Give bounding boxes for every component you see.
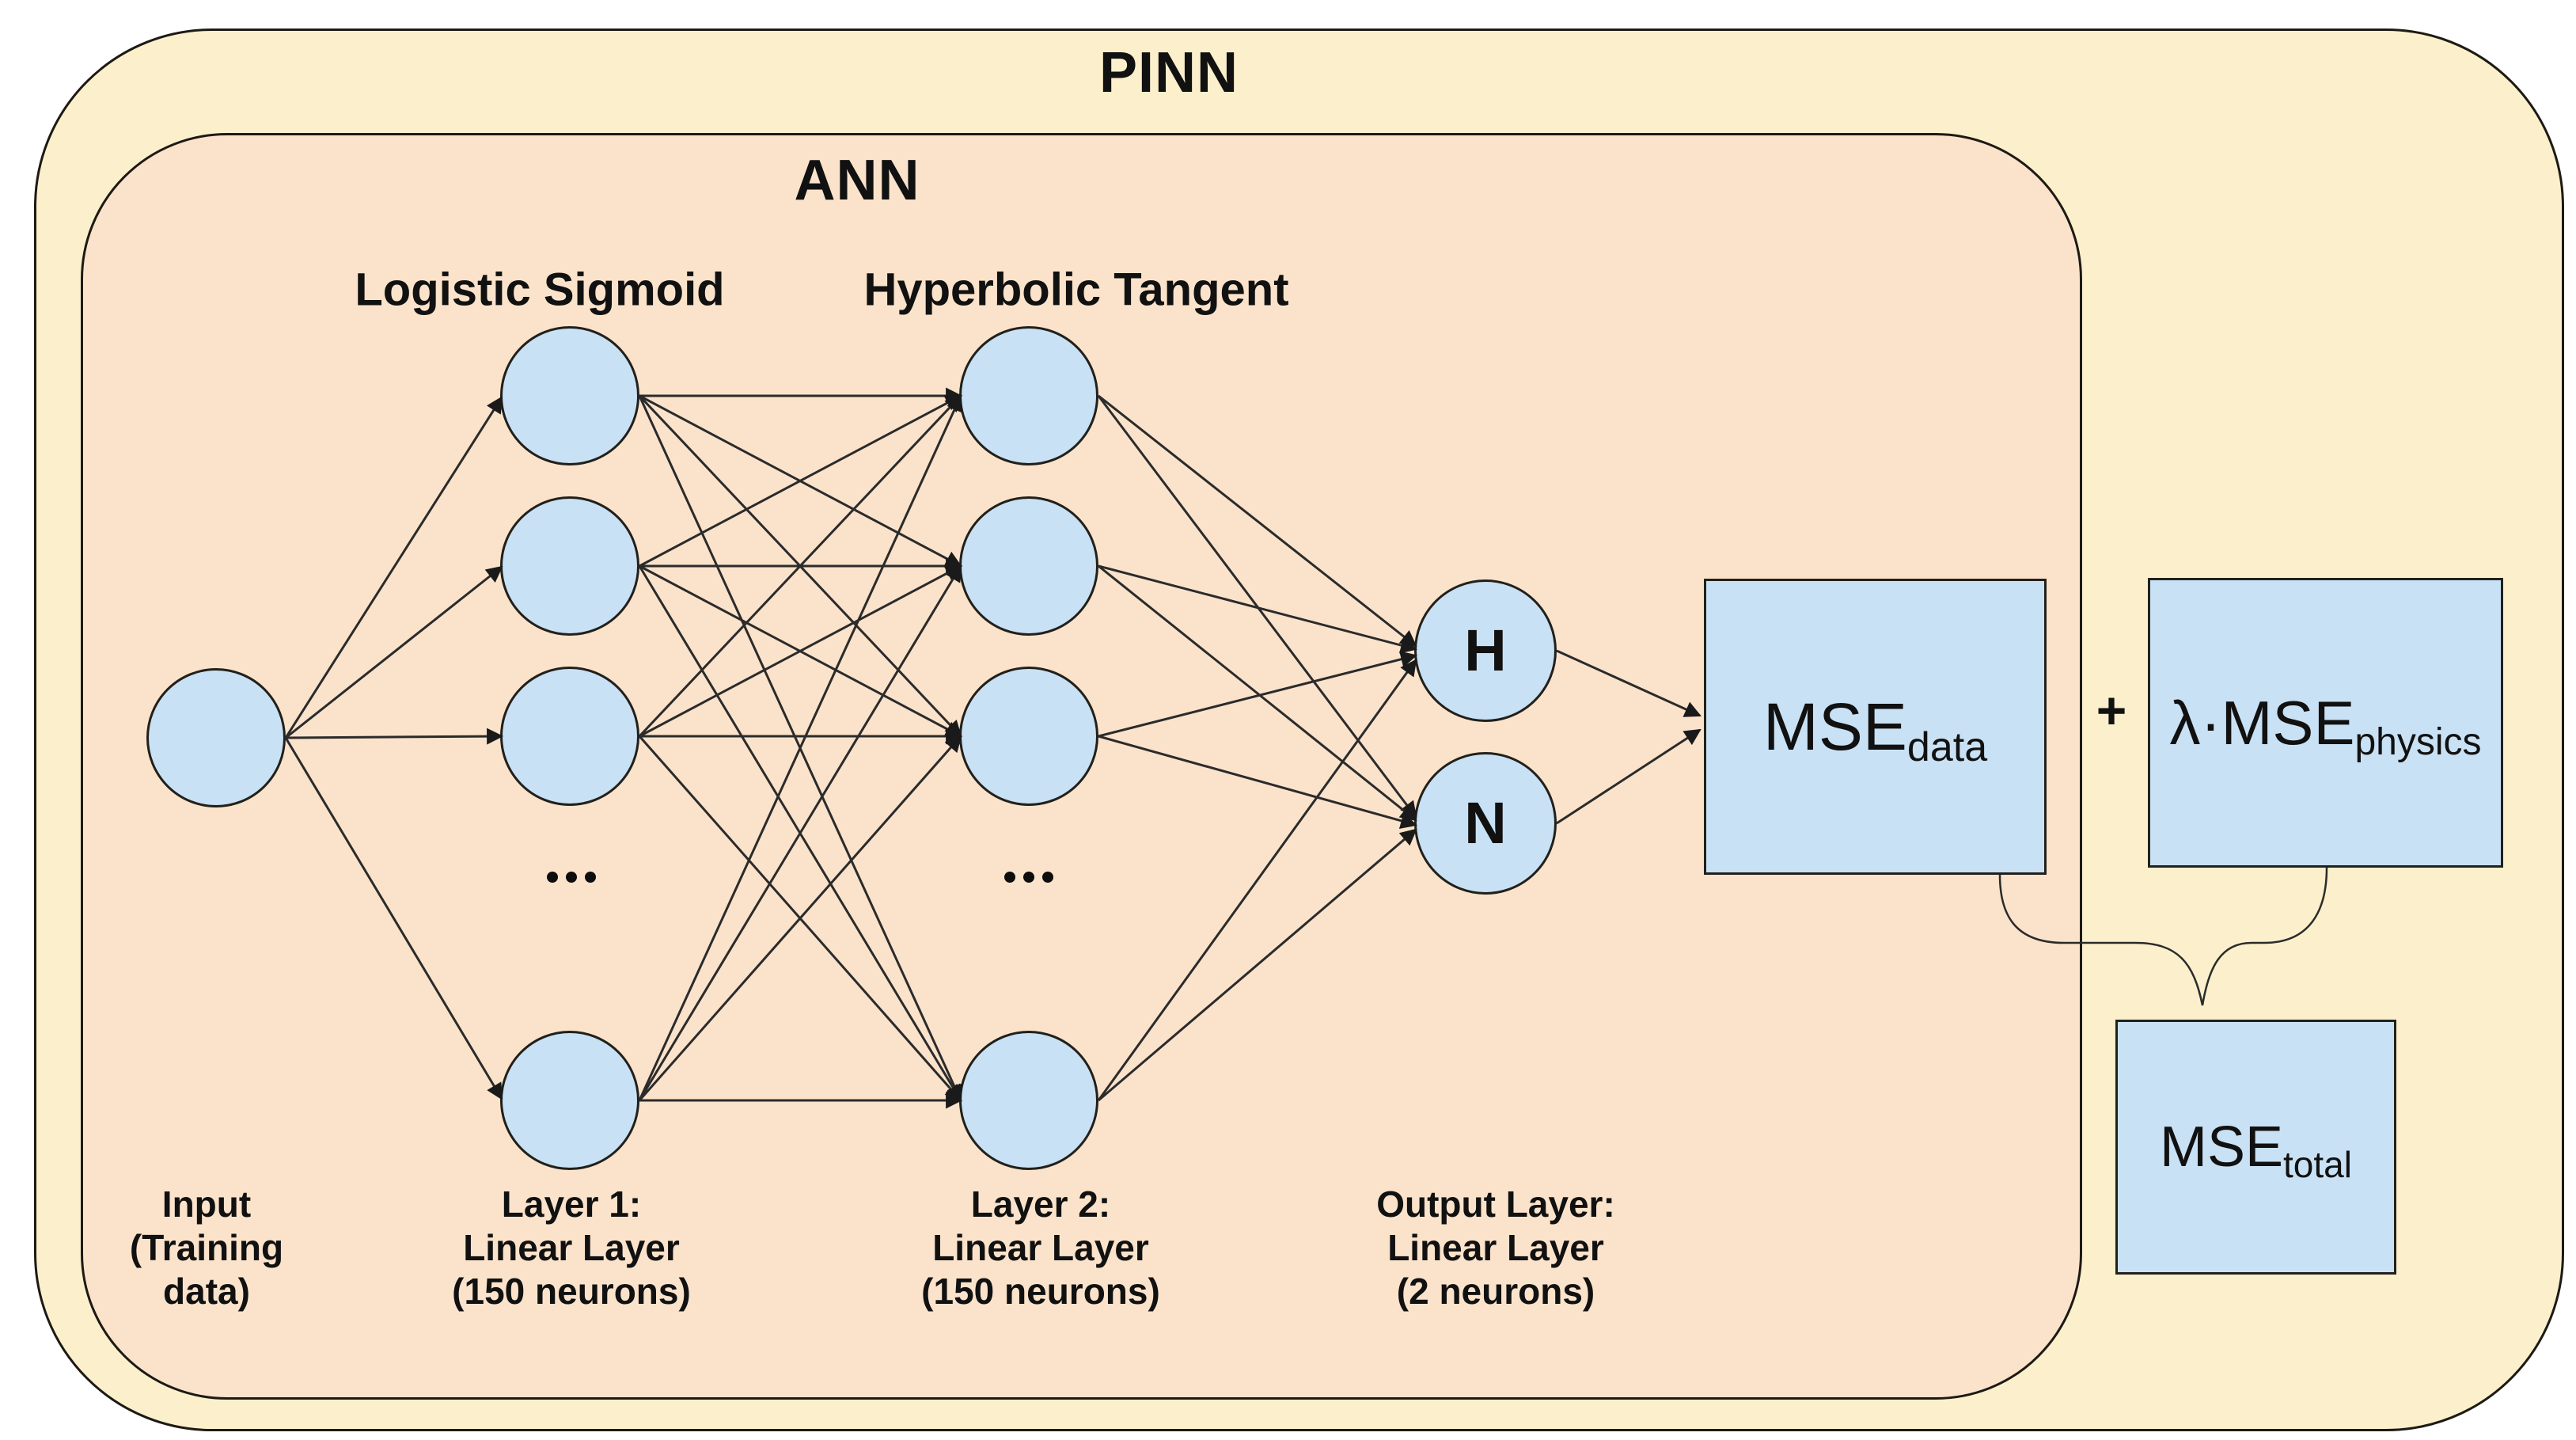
mse-total-subscript: total (2283, 1144, 2352, 1185)
output-caption-line: Linear Layer (1387, 1227, 1604, 1268)
hidden1-ellipsis-icon (547, 872, 596, 883)
ellipsis-dot-icon (566, 872, 577, 883)
hidden1-node-4 (500, 1031, 639, 1170)
input-caption-line: Input (161, 1184, 252, 1225)
layer2-caption: Layer 2: Linear Layer (150 neurons) (921, 1183, 1160, 1313)
hidden2-node-3 (959, 667, 1098, 806)
hidden1-node-3 (500, 667, 639, 806)
input-caption: Input (Training data) (130, 1183, 283, 1313)
ellipsis-dot-icon (1004, 872, 1015, 883)
mse-data-label: MSE (1762, 689, 1907, 764)
output-node-n: N (1414, 752, 1557, 895)
layer2-caption-line: (150 neurons) (921, 1271, 1160, 1312)
layer1-caption: Layer 1: Linear Layer (150 neurons) (452, 1183, 691, 1313)
layer1-caption-line: (150 neurons) (452, 1271, 691, 1312)
output-caption-line: (2 neurons) (1396, 1271, 1595, 1312)
layer1-caption-line: Layer 1: (501, 1184, 642, 1225)
hidden2-node-2 (959, 496, 1098, 636)
hidden2-node-4 (959, 1031, 1098, 1170)
activation-header-hyperbolic-tangent: Hyperbolic Tangent (863, 264, 1289, 316)
mse-total-label: MSE (2160, 1115, 2284, 1179)
layer1-caption-line: Linear Layer (463, 1227, 680, 1268)
input-node (146, 668, 286, 807)
hidden1-node-2 (500, 496, 639, 636)
activation-header-logistic-sigmoid: Logistic Sigmoid (355, 264, 725, 316)
ellipsis-dot-icon (1042, 872, 1053, 883)
mse-physics-subscript: physics (2354, 720, 2482, 763)
output-caption: Output Layer: Linear Layer (2 neurons) (1376, 1183, 1615, 1313)
hidden2-node-1 (959, 326, 1098, 465)
output-node-h: H (1414, 579, 1557, 722)
layer2-caption-line: Linear Layer (932, 1227, 1149, 1268)
mse-physics-label: λ·MSE (2169, 687, 2355, 758)
input-caption-line: data) (163, 1271, 250, 1312)
output-node-n-label: N (1464, 790, 1507, 856)
plus-operator: + (2096, 681, 2127, 739)
layer2-caption-line: Layer 2: (970, 1184, 1111, 1225)
pinn-title: PINN (1098, 41, 1239, 104)
ellipsis-dot-icon (547, 872, 558, 883)
hidden2-ellipsis-icon (1004, 872, 1053, 883)
ellipsis-dot-icon (1023, 872, 1034, 883)
ann-title: ANN (794, 149, 920, 212)
output-node-h-label: H (1464, 617, 1507, 683)
input-caption-line: (Training (129, 1227, 284, 1268)
mse-data-subscript: data (1906, 724, 1988, 770)
hidden1-node-1 (500, 326, 639, 465)
ellipsis-dot-icon (585, 872, 596, 883)
output-caption-line: Output Layer: (1376, 1184, 1615, 1225)
